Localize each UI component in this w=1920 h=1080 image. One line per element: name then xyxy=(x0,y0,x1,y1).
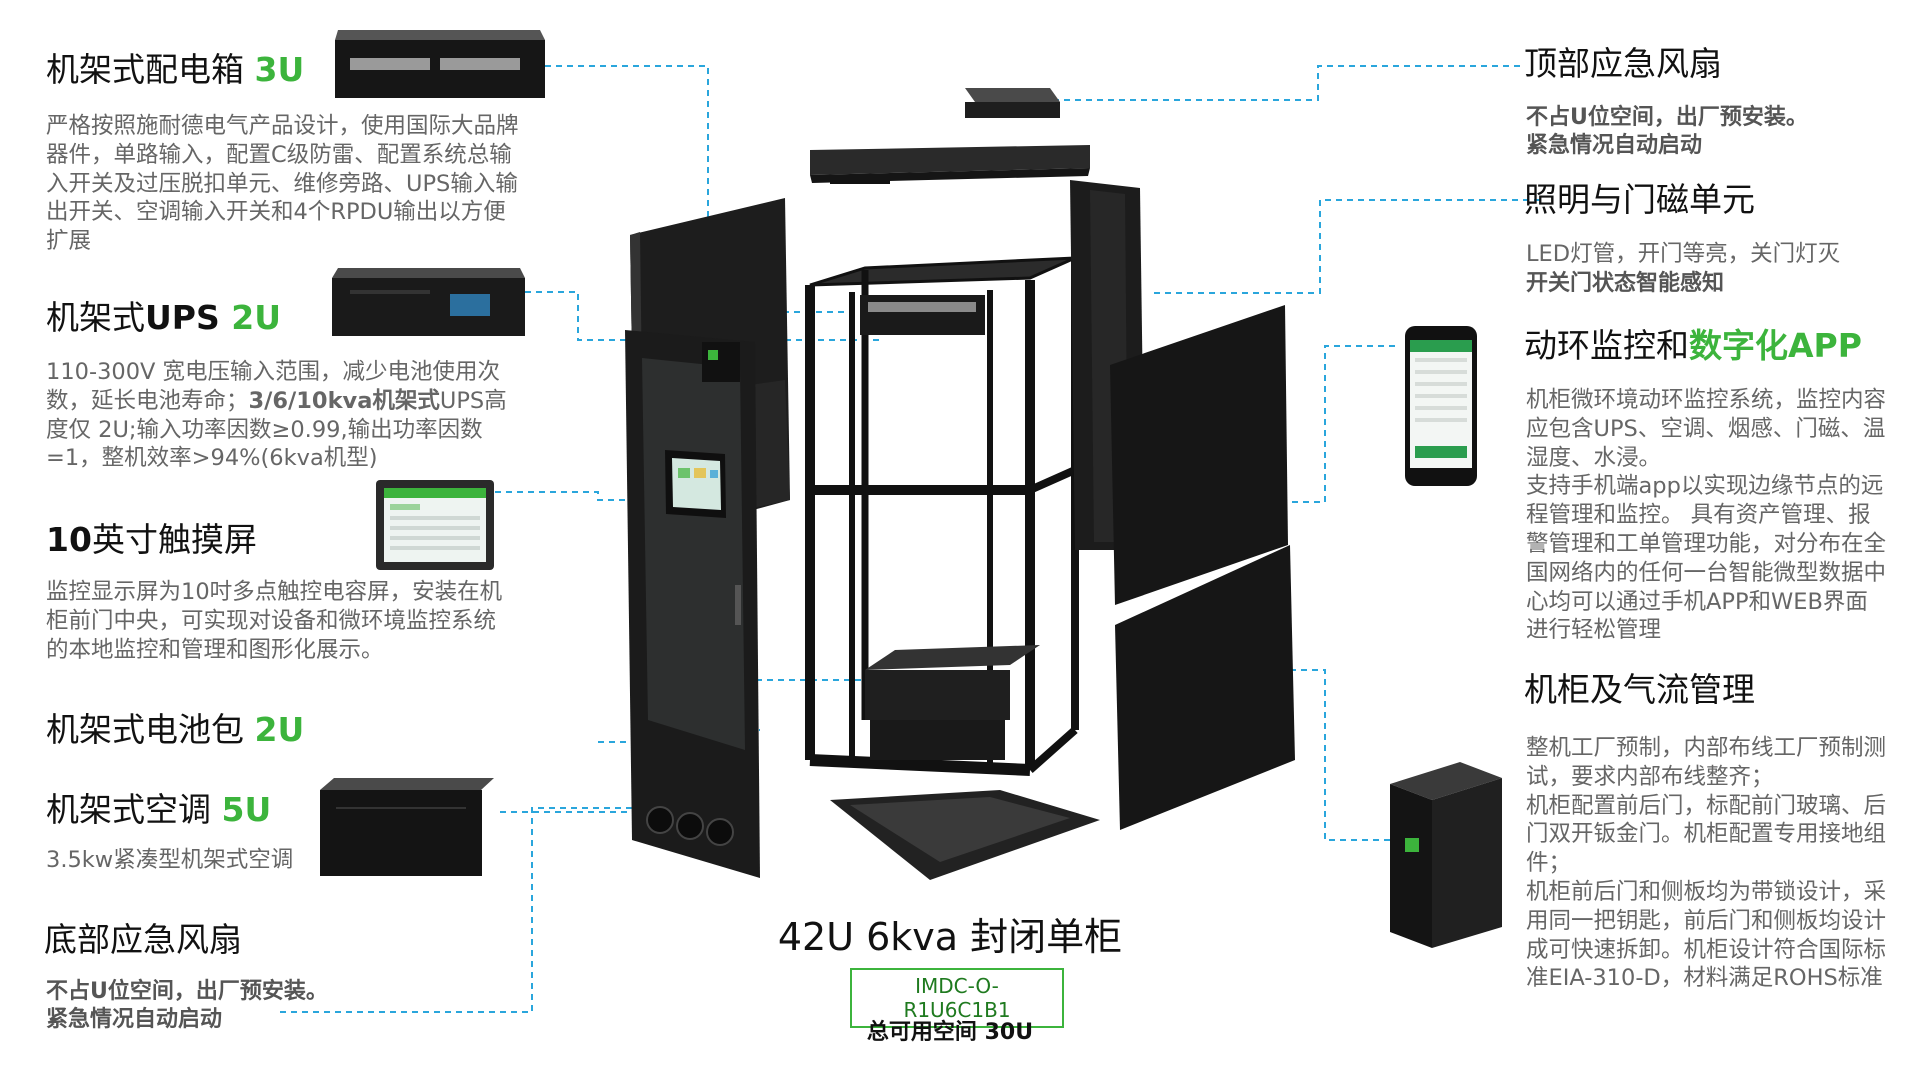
ac-title: 机架式空调 5U xyxy=(46,790,272,829)
touch-screen-product-image xyxy=(376,480,494,570)
rear-door-upper xyxy=(1110,305,1288,605)
cabinet-title: 机柜及气流管理 xyxy=(1524,670,1755,709)
screen-description: 监控显示屏为10吋多点触控电容屏，安装在机柜前门中央，可实现对设备和微环境监控系… xyxy=(46,579,503,663)
pdu-product-image xyxy=(335,30,545,98)
top-fan-note-2: 紧急情况自动启动 xyxy=(1526,133,1703,158)
model-number-badge: IMDC-O-R1U6C1B1 xyxy=(850,968,1064,1028)
ups-product-image xyxy=(332,268,525,336)
cabinet-product-image xyxy=(1390,762,1502,948)
lighting-line-1: LED灯管，开门等亮，关门灯灭 xyxy=(1526,241,1841,267)
roof-panel xyxy=(810,145,1090,184)
rack-pdu xyxy=(860,295,985,335)
product-title: 42U 6kva 封闭单柜 xyxy=(777,915,1123,959)
top-fan-module xyxy=(965,88,1060,118)
pdu-description: 严格按照施耐德电气产品设计，使用国际大品牌器件，单路输入，配置C级防雷、配置系统… xyxy=(46,113,519,255)
lighting-title: 照明与门磁单元 xyxy=(1524,180,1755,219)
cabinet-exploded-illustration xyxy=(625,88,1295,880)
top-fan-note-1: 不占U位空间，出厂预安装。 xyxy=(1526,105,1808,130)
pdu-title: 机架式配电箱 3U xyxy=(46,50,305,89)
ups-description: 110-300V 宽电压输入范围，减少电池使用次数，延长电池寿命；3/6/10k… xyxy=(46,359,507,472)
ac-product-image xyxy=(320,778,494,876)
cabinet-description: 整机工厂预制，内部布线工厂预制测试，要求内部布线整齐；机柜配置前后门，标配前门玻… xyxy=(1526,735,1887,992)
phone-app-image xyxy=(1405,326,1477,486)
ups-title: 机架式UPS 2U xyxy=(46,298,282,337)
monitor-title: 动环监控和数字化APP xyxy=(1524,326,1862,365)
rack-ups-battery xyxy=(865,645,1040,760)
battery-title: 机架式电池包 2U xyxy=(46,710,305,749)
monitor-description: 机柜微环境动环监控系统，监控内容应包含UPS、空调、烟感、门磁、温湿度、水浸。支… xyxy=(1526,387,1887,644)
available-space-label: 总可用空间 30U xyxy=(866,1020,1034,1045)
bottom-fan-note-2: 紧急情况自动启动 xyxy=(46,1007,223,1032)
screen-title: 10英寸触摸屏 xyxy=(46,520,257,559)
rear-door-lower xyxy=(1115,545,1295,830)
bottom-fan-note-1: 不占U位空间，出厂预安装。 xyxy=(46,979,328,1004)
lighting-line-2: 开关门状态智能感知 xyxy=(1526,271,1725,296)
ac-description: 3.5kw紧凑型机架式空调 xyxy=(46,847,294,873)
top-fan-title: 顶部应急风扇 xyxy=(1524,44,1722,83)
front-door xyxy=(625,330,760,878)
bottom-fan-title: 底部应急风扇 xyxy=(44,920,242,959)
